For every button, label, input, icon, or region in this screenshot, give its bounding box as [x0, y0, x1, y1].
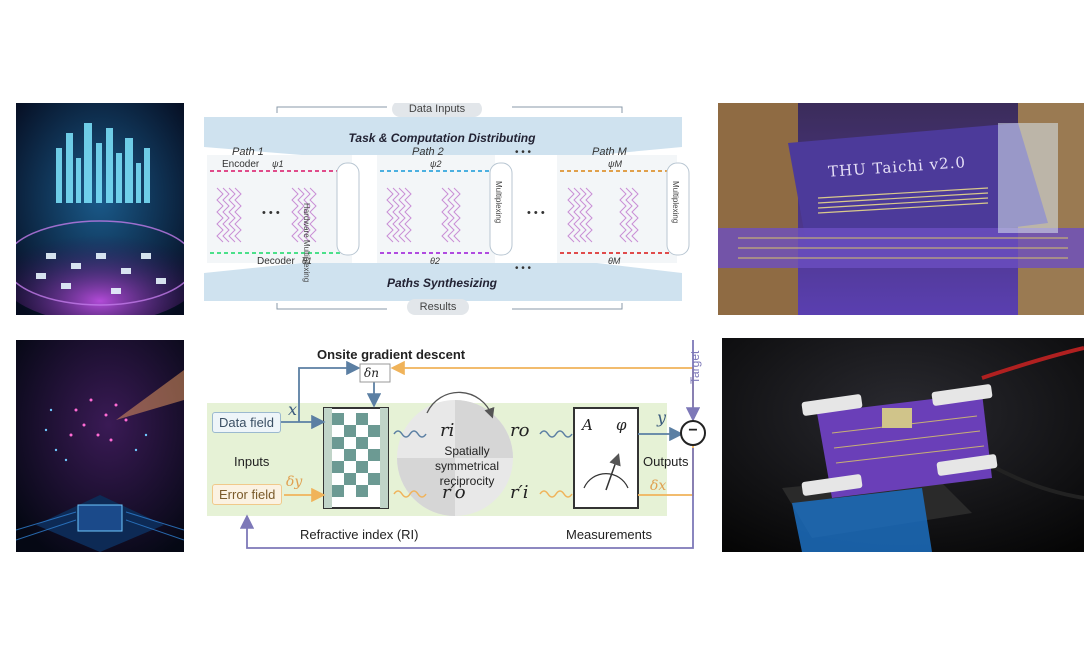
paths-synthesizing-label: Paths Synthesizing: [386, 276, 498, 290]
distributed-paths-diagram: Data Inputs Task & Computation Distribut…: [202, 101, 698, 318]
path-m-title: Path M: [592, 146, 627, 158]
ellipsis-top: • • •: [515, 147, 532, 158]
theta-2-label: θ2: [430, 256, 440, 266]
inputs-label: Inputs: [234, 454, 270, 469]
multiplexing-label-2: Multiplexing: [494, 181, 503, 224]
ellipsis-1: • • •: [262, 207, 280, 219]
encoder-label: Encoder: [222, 159, 260, 170]
minus-sign: −: [688, 422, 698, 439]
r-o-prime-label: r′o: [442, 482, 466, 503]
phase-label: φ: [616, 416, 627, 434]
task-distributing-label: Task & Computation Distributing: [348, 131, 536, 145]
r-i-label: ri: [440, 420, 455, 441]
delta-n-label: δn: [364, 366, 379, 380]
path-1-title: Path 1: [232, 146, 264, 158]
photo-chip-fixture: [722, 338, 1084, 552]
amplitude-label: A: [582, 416, 593, 434]
error-field-label: Error field: [212, 484, 283, 505]
onsite-gradient-descent-diagram: Onsite gradient descent δn Data field x …: [202, 338, 716, 554]
y-label: y: [657, 408, 667, 427]
ellipsis-middle: • • •: [527, 207, 545, 219]
path-2-title: Path 2: [412, 146, 444, 158]
decoder-label: Decoder: [257, 256, 295, 267]
data-field-label: Data field: [212, 412, 281, 433]
outputs-label: Outputs: [643, 454, 689, 469]
psi-1-label: ψ1: [272, 159, 284, 169]
data-inputs-label: Data Inputs: [408, 103, 466, 115]
hardware-multiplexing-label: Hardware Multiplexing: [302, 203, 311, 283]
target-label: Target: [688, 350, 702, 384]
x-label: x: [288, 400, 298, 419]
delta-x-label: δx: [650, 478, 667, 494]
theta-m-label: θM: [608, 256, 621, 266]
psi-m-label: ψM: [608, 159, 623, 169]
photo-particle-chip: [16, 340, 184, 552]
measurements-label: Measurements: [566, 527, 652, 542]
r-i-prime-label: r′i: [510, 482, 529, 503]
onsite-gradient-title: Onsite gradient descent: [317, 347, 466, 362]
theta-1-label: θ1: [302, 256, 312, 266]
photo-city-chip: [16, 103, 184, 315]
r-o-label: ro: [510, 420, 530, 441]
multiplexing-label-m: Multiplexing: [671, 181, 680, 224]
ellipsis-bottom: • • •: [515, 263, 532, 274]
results-label: Results: [419, 301, 457, 313]
reciprocity-label: Spatially symmetrical reciprocity: [434, 444, 499, 488]
refractive-index-label: Refractive index (RI): [300, 527, 419, 542]
psi-2-label: ψ2: [430, 159, 442, 169]
delta-y-label: δy: [286, 474, 303, 490]
photo-taichi-chip: THU Taichi v2.0: [718, 103, 1084, 315]
